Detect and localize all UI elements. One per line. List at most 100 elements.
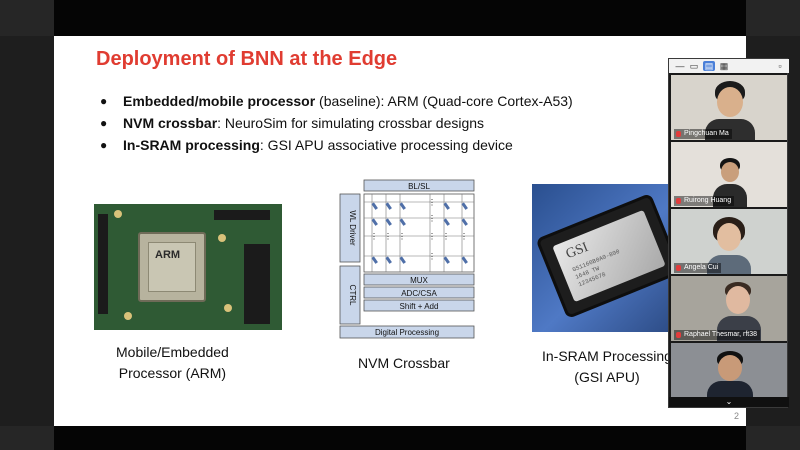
ctrl-block xyxy=(339,265,361,325)
board-connector xyxy=(98,214,108,314)
participant-video xyxy=(707,351,753,399)
memory-cell xyxy=(443,256,450,264)
participant-name: Pingchuan Ma xyxy=(684,130,729,137)
mux-block xyxy=(363,273,475,286)
page-number: 2 xyxy=(734,411,740,421)
minimize-icon[interactable]: — xyxy=(675,61,685,71)
memory-cell xyxy=(443,218,450,226)
gallery-view-icon[interactable]: ▦ xyxy=(719,61,729,71)
participant-name: Raphael Thesmar, rft38 xyxy=(684,331,758,338)
participant-name: Ruirong Huang xyxy=(684,197,732,204)
bullet-item: NVM crossbar: NeuroSim for simulating cr… xyxy=(100,112,660,134)
participant-video xyxy=(713,158,747,207)
memory-cell xyxy=(371,256,378,264)
pop-out-icon[interactable]: ▫ xyxy=(778,61,782,71)
mic-muted-icon xyxy=(676,198,681,204)
arm-caption: Mobile/Embedded Processor (ARM) xyxy=(116,342,229,384)
board-connector xyxy=(244,244,270,324)
speaker-view-icon[interactable]: ▭ xyxy=(689,61,699,71)
bullet-text: : GSI APU associative processing device xyxy=(259,137,513,153)
participant-body xyxy=(707,381,753,399)
bl-sl-label: BL/SL xyxy=(408,182,430,191)
adc-csa-block xyxy=(363,286,475,299)
arm-board-image: ARM xyxy=(94,204,282,330)
participant-tile[interactable]: Raphael Thesmar, rft38 xyxy=(671,276,787,341)
participant-video xyxy=(705,217,753,274)
bottom-letterbox-left xyxy=(0,426,54,450)
board-connector xyxy=(214,210,270,220)
caption-line: In-SRAM Processing xyxy=(542,348,672,364)
adc-csa-label: ADC/CSA xyxy=(401,289,437,298)
participant-head xyxy=(717,87,743,117)
strip-view-icon[interactable]: ▤ xyxy=(703,61,715,71)
arm-chip: ARM xyxy=(138,232,206,302)
mic-muted-icon xyxy=(676,131,681,137)
bottom-letterbox xyxy=(0,426,800,450)
memory-cell xyxy=(371,218,378,226)
participant-video xyxy=(705,81,755,140)
participant-body xyxy=(707,255,751,274)
participant-tile[interactable]: Ruirong Huang xyxy=(671,142,787,207)
mux-label: MUX xyxy=(410,276,428,285)
memory-cell xyxy=(461,256,468,264)
bullet-bold: In-SRAM processing xyxy=(123,137,260,153)
crossbar-grid: ⋮⋮⋮⋮⋮⋮⋮⋮⋮ xyxy=(364,194,474,272)
memory-cell xyxy=(385,202,392,210)
participant-head xyxy=(718,355,742,381)
board-component xyxy=(114,210,122,218)
caption-line: (GSI APU) xyxy=(574,369,640,385)
shift-add-label: Shift + Add xyxy=(400,302,439,311)
video-gallery-panel: — ▭ ▤ ▦ ▫ Pingchuan Ma Ruirong Huang xyxy=(668,58,789,408)
gallery-toolbar: — ▭ ▤ ▦ ▫ xyxy=(669,59,789,73)
memory-cell xyxy=(371,202,378,210)
bullet-bold: Embedded/mobile processor xyxy=(123,93,316,109)
participant-name-label: Pingchuan Ma xyxy=(674,129,732,139)
gsi-caption: In-SRAM Processing (GSI APU) xyxy=(542,346,672,388)
participant-name-label: Ruirong Huang xyxy=(674,196,735,206)
memory-cell xyxy=(461,202,468,210)
caption-line: Processor (ARM) xyxy=(118,365,227,381)
board-component xyxy=(124,312,132,320)
participant-head xyxy=(726,286,750,314)
ellipsis-mark: ⋮ xyxy=(370,232,378,241)
wl-driver-block xyxy=(339,193,361,263)
bullet-text: (baseline): ARM (Quad-core Cortex-A53) xyxy=(315,93,573,109)
top-letterbox xyxy=(0,0,800,36)
show-more-bar[interactable]: ⌄ xyxy=(669,397,789,407)
bullet-text: : NeuroSim for simulating crossbar desig… xyxy=(217,115,485,131)
participant-head xyxy=(721,162,739,182)
participant-tile[interactable] xyxy=(671,343,787,399)
ellipsis-mark: ⋮ xyxy=(442,232,450,241)
slide-title: Deployment of BNN at the Edge xyxy=(96,48,398,70)
digital-processing-label: Digital Processing xyxy=(375,328,439,337)
top-letterbox-right xyxy=(746,0,800,36)
ellipsis-mark: ⋮ xyxy=(428,214,436,223)
nvm-crossbar-diagram: BL/SL WL Driver ⋮⋮⋮⋮⋮⋮⋮⋮⋮ CTRL MUX ADC/C… xyxy=(336,176,486,346)
participant-tile[interactable]: Pingchuan Ma xyxy=(671,75,787,140)
participant-video xyxy=(717,282,761,341)
memory-cell xyxy=(385,218,392,226)
bullet-list: Embedded/mobile processor (baseline): AR… xyxy=(100,90,660,156)
top-letterbox-left xyxy=(0,0,54,36)
gsi-apu-image: GSI GS1160B0A0-800 1648 TW 12345678 xyxy=(532,184,672,332)
participant-tile[interactable]: Angela Cui xyxy=(671,209,787,274)
chevron-down-icon[interactable]: ⌄ xyxy=(725,397,733,406)
participant-body xyxy=(713,184,747,207)
participant-name-label: Raphael Thesmar, rft38 xyxy=(674,330,761,340)
mic-muted-icon xyxy=(676,332,681,338)
ellipsis-mark: ⋮ xyxy=(428,198,436,207)
mic-muted-icon xyxy=(676,265,681,271)
ellipsis-mark: ⋮ xyxy=(460,232,468,241)
memory-cell xyxy=(399,256,406,264)
memory-cell xyxy=(461,218,468,226)
ellipsis-mark: ⋮ xyxy=(428,232,436,241)
arm-chip-label: ARM xyxy=(155,249,181,261)
digital-processing-block xyxy=(339,325,475,339)
participant-name: Angela Cui xyxy=(684,264,719,271)
bl-sl-block xyxy=(363,179,475,192)
wl-driver-label: WL Driver xyxy=(348,210,357,246)
ellipsis-mark: ⋮ xyxy=(384,232,392,241)
gsi-chip-face: GSI GS1160B0A0-800 1648 TW 12345678 xyxy=(552,209,666,303)
crossbar-caption: NVM Crossbar xyxy=(358,355,450,371)
participant-head xyxy=(717,223,741,251)
